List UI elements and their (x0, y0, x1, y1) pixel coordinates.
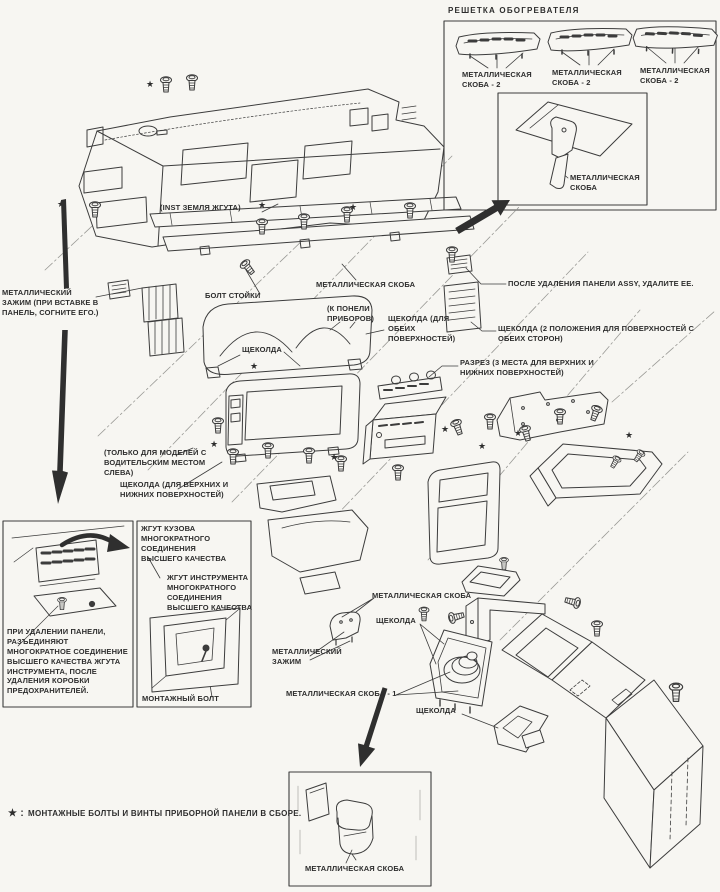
label-inst-ground: (INST ЗЕМЛЯ ЖГУТА) (160, 203, 241, 212)
inset-boxes (2, 20, 717, 887)
label-latch-upper-lower: ЩЕКОЛДА (ДЛЯ ВЕРХНИХ И НИЖНИХ ПОВЕРХНОСТ… (120, 480, 229, 499)
svg-text:★: ★ (478, 441, 486, 451)
glovebox-tray (529, 443, 663, 507)
svg-text:★: ★ (514, 428, 522, 438)
flow-arrows (52, 199, 510, 767)
center-stack-bezel (427, 461, 501, 565)
saddle-clip (329, 611, 361, 646)
shifter-plate (429, 629, 493, 714)
label-pillar-bolt: БОЛТ СТОЙКИ (205, 291, 261, 300)
heater-control (377, 370, 443, 400)
down-arrow-icon (52, 330, 68, 504)
arrow-to-clip-box-icon (358, 687, 388, 767)
cluster-bezel (225, 373, 361, 463)
svg-text:★: ★ (250, 361, 258, 371)
heater-grille-box (443, 20, 717, 211)
label-metal-bracket-2-c: МЕТАЛЛИЧЕСКАЯ СКОБА - 2 (640, 66, 710, 85)
label-to-panel: (К ПОНЕЛИ ПРИБОРОВ) (327, 304, 375, 323)
arrow-to-grille-box-icon (455, 200, 510, 234)
fusebox-drawing (11, 525, 130, 647)
svg-text:★: ★ (441, 424, 449, 434)
label-metal-clip-note: МЕТАЛЛИЧЕСКИЙ ЗАЖИМ (ПРИ ВСТАВКЕ В ПАНЕЛ… (2, 288, 99, 317)
label-lhd-only: (ТОЛЬКО ДЛЯ МОДЕЛЕЙ С ВОДИТЕЛЬСКИМ МЕСТО… (104, 448, 207, 477)
label-metal-bracket-2-a: МЕТАЛЛИЧЕСКАЯ СКОБА - 2 (462, 70, 532, 89)
footnote: ★ :МОНТАЖНЫЕ БОЛТЫ И ВИНТЫ ПРИБОРНОЙ ПАН… (8, 808, 301, 820)
label-mounting-bolt: МОНТАЖНЫЙ БОЛТ (142, 694, 220, 703)
curved-arrow-icon (107, 534, 130, 552)
center-console (501, 613, 704, 869)
label-metal-bracket-inset: МЕТАЛЛИЧЕСКАЯ СКОБА (570, 173, 640, 192)
radio-unit (362, 396, 447, 465)
svg-text:★: ★ (57, 199, 65, 209)
grille-clip-drawing (515, 101, 633, 189)
right-connector-blocks (443, 254, 482, 333)
svg-text:★: ★ (258, 200, 266, 210)
label-cut-three: РАЗРЕЗ (3 МЕСТА ДЛЯ ВЕРХНИХ И НИЖНИХ ПОВ… (460, 358, 594, 377)
label-body-harness: ЖГУТ КУЗОВА МНОГОКРАТНОГО СОЕДИНЕНИЯ ВЫС… (141, 524, 227, 563)
label-bracket-bottom: МЕТАЛЛИЧЕСКАЯ СКОБА (305, 864, 405, 873)
label-inst-harness: ЖГУТ ИНСТРУМЕНТА МНОГОКРАТНОГО СОЕДИНЕНИ… (167, 573, 253, 612)
console-clip-drawing (297, 782, 421, 861)
leader-lines (95, 44, 701, 864)
label-latch-both: ЩЕКОЛДА (ДЛЯ ОБЕИХ ПОВЕРХНОСТЕЙ) (388, 314, 456, 343)
svg-text:★: ★ (625, 430, 633, 440)
fusebox-inset-box (2, 520, 134, 708)
label-latch-two-pos: ЩЕКОЛДА (2 ПОЛОЖЕНИЯ ДЛЯ ПОВЕРХНОСТЕЙ С … (498, 324, 695, 343)
reinforcement-rails (149, 196, 475, 256)
left-leader-bar (61, 199, 69, 289)
star-icon: ★ : (8, 808, 24, 819)
label-metal-bracket-center: МЕТАЛЛИЧЕСКАЯ СКОБА (316, 280, 416, 289)
label-latch-console-a: ЩЕКОЛДА (376, 616, 416, 625)
label-after-assy: ПОСЛЕ УДАЛЕНИЯ ПАНЕЛИ ASSY, УДАЛИТЕ ЕЕ. (508, 279, 694, 288)
heater-grille-title: РЕШЕТКА ОБОГРЕВАТЕЛЯ (448, 6, 580, 15)
svg-text:★: ★ (146, 79, 154, 89)
svg-text:★: ★ (349, 202, 357, 212)
clip-inset-box (288, 771, 432, 887)
label-metal-bracket-2-b: МЕТАЛЛИЧЕСКАЯ СКОБА - 2 (552, 68, 622, 87)
star-marks: ★ ★ ★ ★ ★ ★ ★ ★ ★ ★ ★ (57, 79, 633, 462)
cluster-hood (202, 295, 373, 379)
label-fusebox-note: ПРИ УДАЛЕНИИ ПАНЕЛИ, РАЗЪЕДИНЯЮТ МНОГОКР… (7, 627, 128, 696)
label-metal-clip-console: МЕТАЛЛИЧЕСКИЙ ЗАЖИМ (272, 647, 342, 666)
console-tray (461, 565, 521, 597)
label-bracket-1: МЕТАЛЛИЧЕСКАЯ СКОБА - 1 (286, 689, 397, 698)
label-bracket-console: МЕТАЛЛИЧЕСКАЯ СКОБА (372, 591, 472, 600)
footnote-text: МОНТАЖНЫЕ БОЛТЫ И ВИНТЫ ПРИБОРНОЙ ПАНЕЛИ… (27, 809, 302, 818)
svg-text:★: ★ (210, 439, 218, 449)
harness-inset-box (136, 520, 252, 708)
label-latch-console-b: ЩЕКОЛДА (416, 706, 456, 715)
svg-text:★: ★ (330, 452, 338, 462)
bracket-inset-box (497, 92, 648, 206)
lower-covers (256, 475, 369, 595)
label-latch-hood: ЩЕКОЛДА (242, 345, 282, 354)
heater-grilles (454, 22, 720, 61)
latch-plate (493, 705, 549, 753)
left-connector-blocks (107, 279, 185, 357)
panel-bolt-drawing (149, 607, 241, 693)
